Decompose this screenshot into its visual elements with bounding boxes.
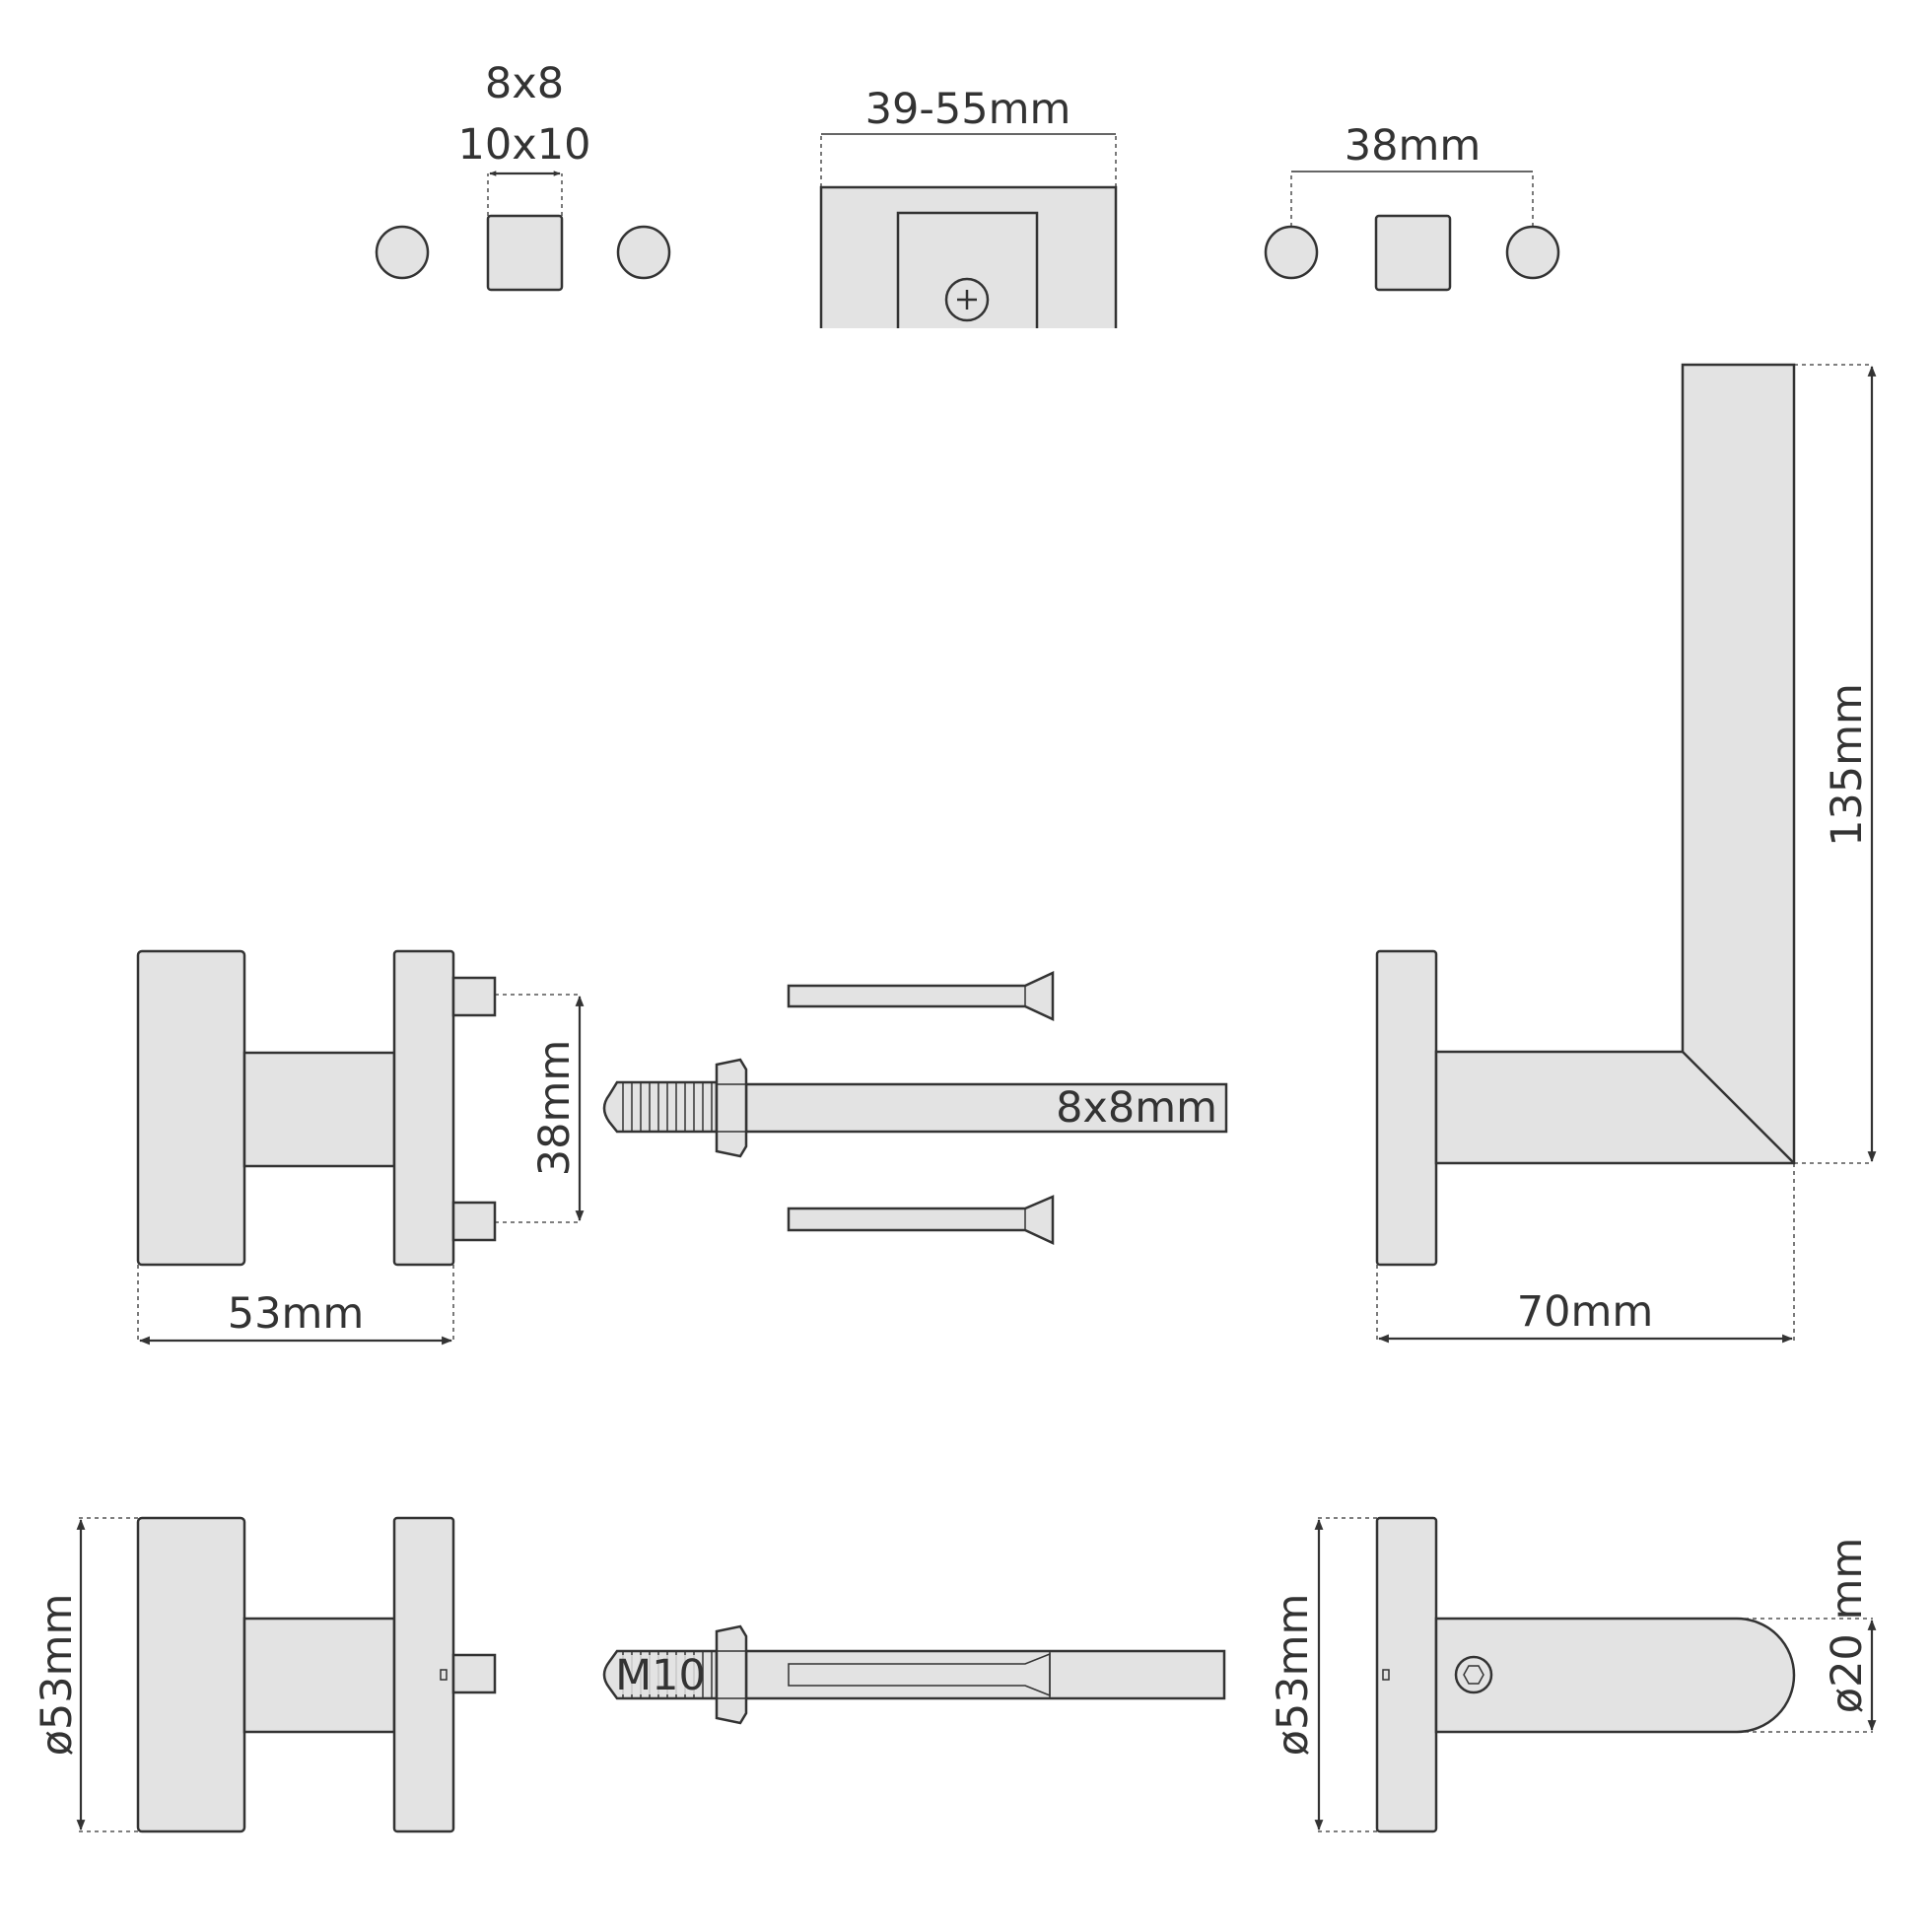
lever-length-label: 135mm — [1823, 683, 1872, 847]
lever-arm — [1434, 363, 1796, 1165]
spindle-size-label-10x10: 10x10 — [458, 120, 591, 170]
rose-diameter-label-right: ø53mm — [1269, 1594, 1318, 1757]
hole-pattern-spindle: 8x8 10x10 — [375, 59, 671, 292]
grub-screw-icon — [1454, 1655, 1493, 1694]
lever-top-view: ø53mm ø20 mm — [1269, 1516, 1877, 1833]
knob-rose — [392, 1516, 455, 1833]
fixing-screw-bottom — [787, 1195, 1055, 1245]
spindle-stub — [451, 1653, 497, 1694]
rose-diameter-label-left: ø53mm — [33, 1594, 82, 1757]
thread-ridges — [622, 1082, 713, 1132]
spindle-square-hole — [486, 214, 564, 292]
lever-grip — [1434, 1617, 1796, 1734]
fixing-distance-label-top: 38mm — [1345, 121, 1482, 171]
spindle-size-label: 8x8mm — [1056, 1083, 1217, 1133]
knob-body — [136, 1516, 246, 1833]
lever-grip-diameter-label: ø20 mm — [1823, 1538, 1872, 1713]
rose-slot — [1382, 1669, 1390, 1681]
spindle-thread — [602, 1080, 719, 1134]
fixing-hole-left — [1264, 225, 1319, 280]
door-thickness-label: 39-55mm — [865, 85, 1071, 134]
spindle-square-hole — [1374, 214, 1452, 292]
door-section: 39-55mm — [819, 85, 1118, 328]
rose-slot — [440, 1669, 448, 1681]
spindle-shaft — [744, 1649, 1226, 1700]
knob-side-view: 38mm 53mm — [136, 949, 585, 1346]
fixing-screw-top — [787, 971, 1055, 1021]
lever-rose — [1375, 949, 1438, 1267]
knob-body — [136, 949, 246, 1267]
spindle-square: 8x8mm — [602, 1058, 1228, 1158]
knob-neck — [242, 1617, 396, 1734]
lever-projection-label: 70mm — [1517, 1287, 1654, 1337]
knob-top-view: ø53mm — [33, 1516, 497, 1833]
lever-side-view: 135mm 70mm — [1375, 363, 1877, 1344]
fixing-boss-bottom — [451, 1201, 497, 1242]
knob-neck — [242, 1051, 396, 1168]
spindle-nut — [715, 1058, 748, 1158]
fixing-hole-right — [1505, 225, 1560, 280]
hole-pattern-fixing: 38mm — [1264, 121, 1560, 292]
fixing-hole-left — [375, 225, 430, 280]
spindle-threaded: M10 — [602, 1624, 1226, 1725]
lever-rose — [1375, 1516, 1438, 1833]
fixing-distance-label-side: 38mm — [530, 1040, 580, 1177]
screw-head-icon — [944, 277, 990, 322]
spindle-shaft — [744, 1082, 1228, 1134]
spindle-nut — [715, 1624, 748, 1725]
fixing-hole-right — [616, 225, 671, 280]
knob-rose — [392, 949, 455, 1267]
fixing-boss-top — [451, 976, 497, 1017]
spindle-size-label-8x8: 8x8 — [485, 59, 564, 108]
thread-label: M10 — [615, 1651, 706, 1700]
hex-socket-icon — [1463, 1665, 1484, 1685]
knob-length-label: 53mm — [228, 1289, 365, 1339]
